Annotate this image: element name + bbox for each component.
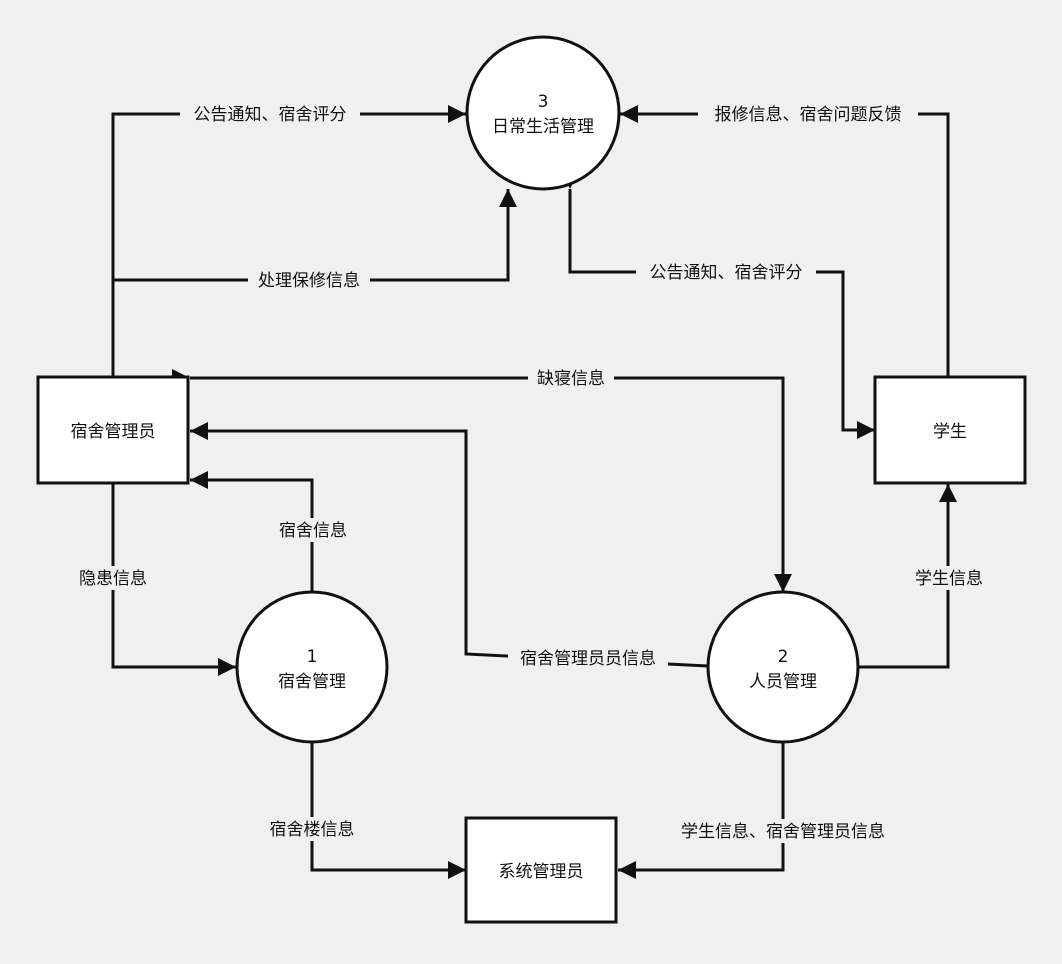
process-3-circle (465, 35, 621, 191)
flow-absence-line (172, 369, 792, 592)
process-2-name: 人员管理 (749, 672, 817, 692)
process-1-circle (235, 590, 389, 744)
process-1: 1 宿舍管理 (235, 590, 389, 744)
label-notice-to-p3: 公告通知、宿舍评分 (180, 102, 360, 126)
label-repair-handle-text: 处理保修信息 (258, 271, 360, 291)
entity-sys-admin: 系统管理员 (464, 816, 618, 924)
process-3: 3 日常生活管理 (465, 35, 621, 191)
label-student-info-text: 学生信息 (915, 569, 983, 589)
flow-student-admin-info-line (618, 724, 792, 879)
entity-student: 学生 (873, 375, 1027, 485)
process-2: 2 人员管理 (706, 590, 860, 744)
entity-sys-admin-label: 系统管理员 (499, 862, 584, 882)
entity-student-label: 学生 (933, 422, 967, 442)
label-dorm-admin-info: 宿舍管理员员信息 (508, 646, 668, 670)
label-dorm-info-text: 宿舍信息 (279, 521, 347, 541)
label-student-info: 学生信息 (906, 566, 992, 590)
process-2-number: 2 (778, 647, 789, 667)
flow-notice-to-student-line (561, 171, 875, 439)
entity-dorm-admin: 宿舍管理员 (36, 375, 190, 485)
label-repair-feedback: 报修信息、宿舍问题反馈 (698, 102, 918, 126)
label-building-info: 宿舍楼信息 (260, 817, 364, 841)
label-notice-to-student-text: 公告通知、宿舍评分 (650, 263, 803, 283)
label-repair-handle: 处理保修信息 (248, 268, 370, 292)
flow-repair-feedback-line (620, 105, 957, 395)
label-building-info-text: 宿舍楼信息 (270, 820, 355, 840)
label-repair-feedback-text: 报修信息、宿舍问题反馈 (715, 105, 902, 125)
flow-building-info-line (303, 724, 466, 879)
entity-sys-admin-box (464, 816, 618, 924)
label-hazard-info: 隐患信息 (70, 566, 156, 590)
label-notice-to-student: 公告通知、宿舍评分 (636, 260, 816, 284)
entity-dorm-admin-box (36, 375, 190, 485)
flow-student-info-line (840, 484, 957, 676)
entity-student-box (873, 375, 1027, 485)
flow-repair-handle-line (113, 189, 517, 282)
process-3-number: 3 (538, 92, 549, 112)
label-hazard-info-text: 隐患信息 (79, 569, 147, 589)
label-absence-text: 缺寝信息 (537, 368, 605, 389)
process-2-circle (706, 590, 860, 744)
process-1-number: 1 (307, 647, 318, 667)
process-1-name: 宿舍管理 (278, 672, 346, 692)
label-notice-to-p3-text: 公告通知、宿舍评分 (194, 105, 347, 125)
label-dorm-info: 宿舍信息 (270, 518, 356, 542)
label-dorm-admin-info-text: 宿舍管理员员信息 (520, 649, 656, 669)
label-student-admin-info: 学生信息、宿舍管理员信息 (662, 819, 904, 843)
process-3-name: 日常生活管理 (492, 117, 594, 137)
label-student-admin-info-text: 学生信息、宿舍管理员信息 (681, 822, 885, 842)
flow-notice-to-p3-line (111, 105, 466, 377)
flow-dorm-info-line (190, 471, 314, 592)
flow-hazard-info-line (111, 484, 236, 676)
entity-dorm-admin-label: 宿舍管理员 (71, 422, 156, 442)
label-absence: 缺寝信息 (528, 366, 614, 390)
